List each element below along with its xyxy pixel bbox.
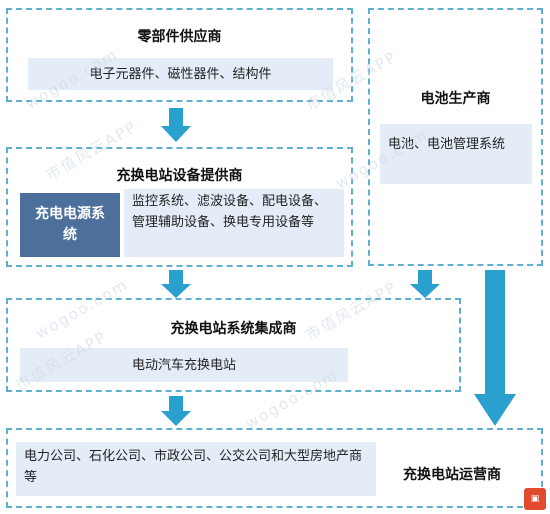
arrow-down-icon: [161, 270, 191, 298]
arrow-down-icon: [161, 396, 191, 426]
brand-seal-icon: ▣: [524, 488, 546, 510]
charging-power-system-label: 充电电源系统: [35, 206, 105, 243]
battery-producer-content: 电池、电池管理系统: [380, 124, 532, 184]
equipment-provider-box: 充换电站设备提供商 充电电源系统 监控系统、滤波设备、配电设备、管理辅助设备、换…: [6, 147, 353, 267]
system-integrator-title: 充换电站系统集成商: [170, 321, 297, 337]
operator-box: 电力公司、石化公司、市政公司、公交公司和大型房地产商等 充换电站运营商: [6, 428, 543, 508]
battery-producer-box: 电池生产商 电池、电池管理系统: [368, 8, 543, 266]
equipment-provider-title: 充换电站设备提供商: [116, 168, 243, 184]
system-integrator-content: 电动汽车充换电站: [20, 348, 348, 382]
arrow-down-icon: [161, 108, 191, 142]
parts-supplier-text: 电子元器件、磁性器件、结构件: [89, 66, 272, 82]
arrow-down-icon: [410, 270, 440, 298]
equipment-provider-content: 监控系统、滤波设备、配电设备、管理辅助设备、换电专用设备等: [124, 189, 344, 257]
operator-title: 充换电站运营商: [403, 467, 501, 483]
battery-producer-title: 电池生产商: [420, 91, 491, 107]
parts-supplier-content: 电子元器件、磁性器件、结构件: [28, 58, 333, 90]
parts-supplier-title: 零部件供应商: [137, 29, 222, 45]
charging-power-system-block: 充电电源系统: [20, 193, 120, 257]
system-integrator-text: 电动汽车充换电站: [131, 357, 236, 373]
equipment-provider-text: 监控系统、滤波设备、配电设备、管理辅助设备、换电专用设备等: [132, 194, 328, 230]
operator-content: 电力公司、石化公司、市政公司、公交公司和大型房地产商等: [16, 442, 376, 496]
operator-text: 电力公司、石化公司、市政公司、公交公司和大型房地产商等: [24, 449, 363, 485]
system-integrator-box: 充换电站系统集成商 电动汽车充换电站: [6, 298, 461, 392]
arrow-down-long-icon: [474, 270, 516, 426]
parts-supplier-box: 零部件供应商 电子元器件、磁性器件、结构件: [6, 8, 353, 102]
battery-producer-text: 电池、电池管理系统: [388, 137, 506, 152]
